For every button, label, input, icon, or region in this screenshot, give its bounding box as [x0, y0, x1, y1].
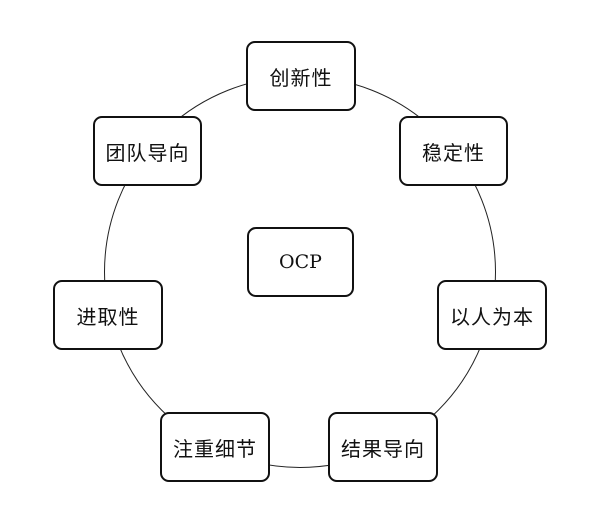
node-detail-oriented: 注重细节: [160, 412, 270, 482]
node-aggressiveness-label: 进取性: [76, 304, 140, 329]
node-people-oriented-label: 以人为本: [450, 304, 534, 329]
center-node-label: OCP: [279, 251, 322, 273]
node-result-oriented-label: 结果导向: [341, 436, 425, 461]
node-team-oriented-label: 团队导向: [105, 140, 190, 165]
node-innovation: 创新性: [246, 41, 356, 111]
node-aggressiveness: 进取性: [53, 280, 163, 350]
node-detail-oriented-label: 注重细节: [173, 436, 257, 461]
node-stability: 稳定性: [399, 116, 508, 186]
node-innovation-label: 创新性: [269, 65, 333, 90]
node-result-oriented: 结果导向: [328, 412, 438, 482]
node-team-oriented: 团队导向: [93, 116, 202, 186]
node-people-oriented: 以人为本: [437, 280, 547, 350]
node-stability-label: 稳定性: [422, 140, 485, 165]
center-node-ocp: OCP: [247, 227, 354, 297]
